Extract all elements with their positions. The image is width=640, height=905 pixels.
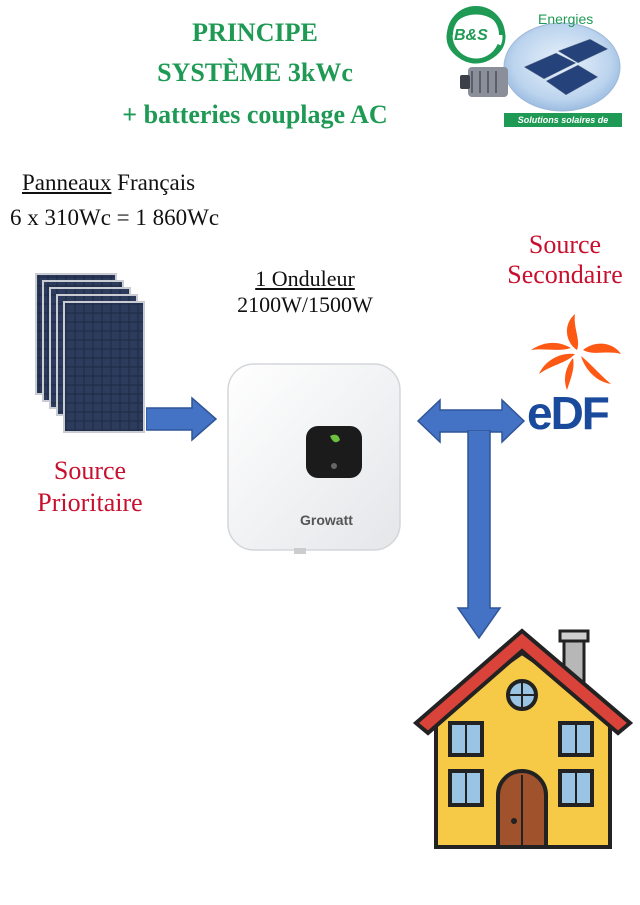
house-icon (412, 628, 634, 849)
source-secondary-line2: Secondaire (507, 260, 623, 289)
arrow-panels-to-inverter (146, 396, 218, 442)
panels-spec: 6 x 310Wc = 1 860Wc (10, 205, 220, 230)
arrow-to-house (456, 430, 502, 640)
logo-brand: Energies (538, 11, 594, 27)
logo-initials: B&S (454, 27, 488, 44)
bs-energies-logo: B&S Energies Solutions solaires de quali… (440, 5, 625, 139)
solar-panel-icon (35, 273, 145, 433)
arrow-inverter-edf-bidirectional (416, 398, 526, 444)
inverter-icon (227, 363, 401, 554)
source-secondary-label: Source Secondaire (490, 230, 640, 290)
edf-logo: eDF (525, 312, 635, 452)
panels-heading: Panneaux Français (22, 170, 195, 196)
logo-tagline: Solutions solaires de qualité (517, 115, 609, 139)
lightbulb-icon (446, 6, 622, 127)
source-primary-line2: Prioritaire (37, 488, 143, 517)
panels-heading-underlined: Panneaux (22, 170, 112, 195)
source-secondary-line1: Source (528, 230, 602, 259)
edf-logo-text: eDF (527, 387, 610, 439)
inverter-heading: 1 Onduleur (255, 266, 355, 291)
title-line-2: SYSTÈME 3kWc (157, 58, 353, 87)
panels-heading-rest: Français (111, 170, 196, 195)
title-line-3: + batteries couplage AC (122, 100, 388, 129)
source-primary-label: Source Prioritaire (10, 455, 170, 519)
inverter-spec: 2100W/1500W (237, 292, 373, 317)
title-line-1: PRINCIPE (192, 18, 318, 47)
solar-panels-illustration (30, 268, 150, 443)
inverter-device: Growatt (224, 362, 404, 557)
inverter-brand: Growatt (300, 512, 353, 528)
edf-flower-icon (531, 314, 621, 390)
house-illustration (412, 625, 634, 853)
source-primary-line1: Source (53, 456, 127, 485)
